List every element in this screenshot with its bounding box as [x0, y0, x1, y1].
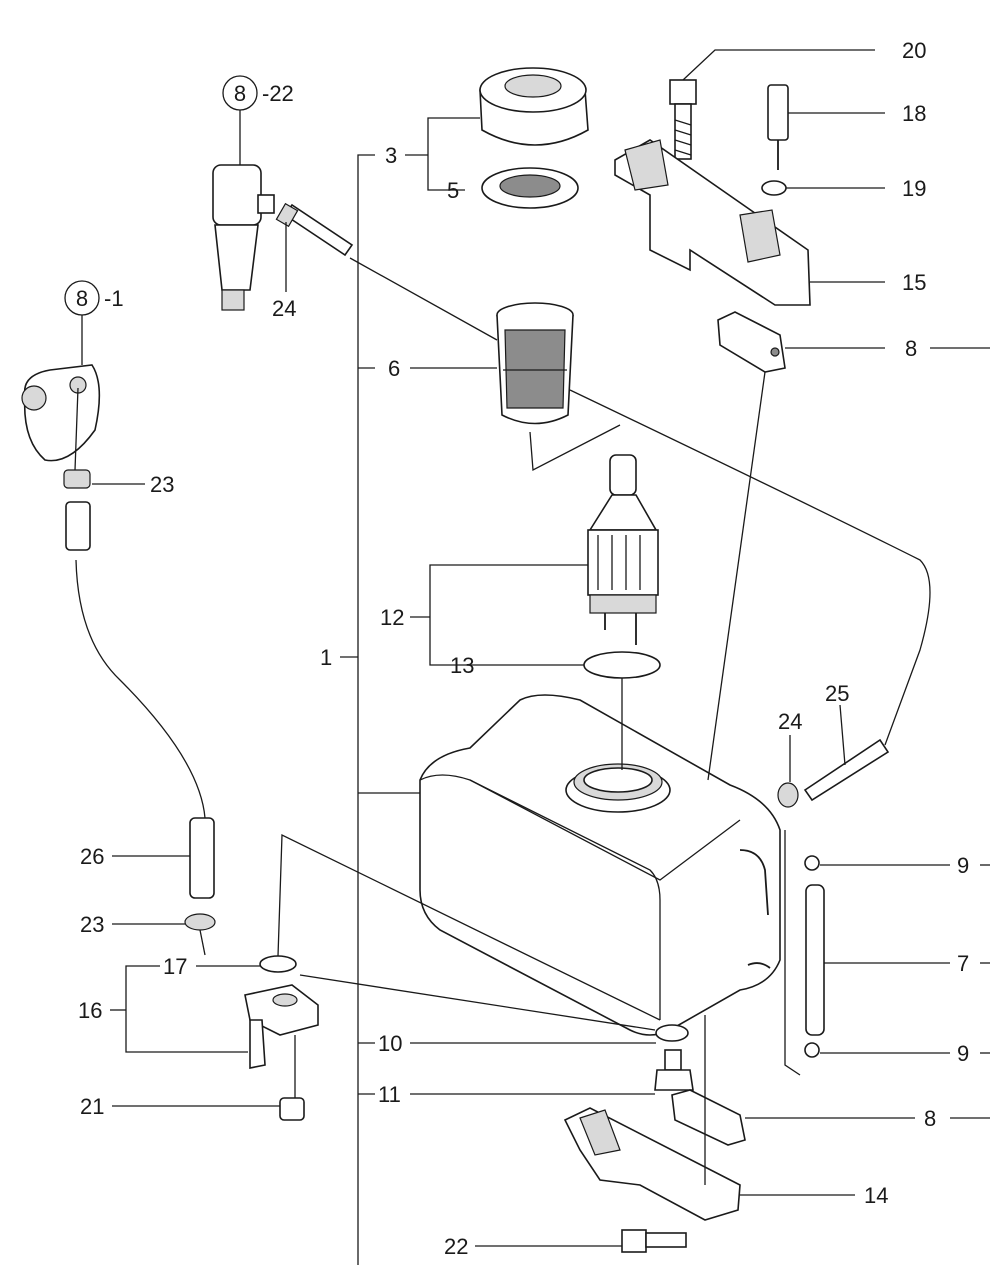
nut-21	[279, 1097, 305, 1121]
label-16: 16	[78, 998, 102, 1023]
label-13: 13	[450, 653, 474, 678]
label-20: 20	[902, 38, 926, 63]
label-24-right: 24	[778, 709, 802, 734]
fuel-cock-body-16	[244, 984, 319, 1100]
label-12: 12	[380, 605, 404, 630]
label-8-upper: 8	[905, 336, 917, 361]
filter-plate	[583, 651, 661, 679]
label-5: 5	[447, 178, 459, 203]
upper-bracket	[614, 139, 811, 306]
label-24-top: 24	[272, 296, 296, 321]
label-23-upper: 23	[150, 472, 174, 497]
label-7: 7	[957, 951, 969, 976]
fuel-pipe-7	[805, 884, 825, 1036]
reference-callout-8-1: 8 -1	[64, 280, 124, 365]
label-8-lower: 8	[924, 1106, 936, 1131]
label-22-bottom: 22	[444, 1234, 468, 1259]
label-10: 10	[378, 1031, 402, 1056]
label-17: 17	[163, 954, 187, 979]
reference-callout-8-22: 8 -22	[222, 75, 294, 165]
hose-clamp-23-lower	[184, 913, 216, 931]
bolt-22-lower	[621, 1229, 687, 1253]
o-ring-17	[259, 955, 297, 973]
clip-9-lower	[804, 1042, 820, 1058]
fuel-fitting-part	[212, 164, 275, 311]
bolt-20	[669, 79, 697, 160]
label-9-lower: 9	[957, 1041, 969, 1066]
cap-packing	[481, 167, 579, 209]
label-6: 6	[388, 356, 400, 381]
label-9-upper: 9	[957, 853, 969, 878]
part-labels: 20 18 19 15 8 3 5 6 12 13 1 24 24 25 23 …	[78, 38, 969, 1259]
fuel-filter	[587, 454, 659, 645]
return-hose	[803, 738, 890, 802]
drain-plug-11	[654, 1049, 694, 1091]
label-21: 21	[80, 1094, 104, 1119]
ref-circle-number: 8	[234, 81, 246, 106]
fuel-cock-part	[21, 364, 101, 489]
label-3: 3	[385, 143, 397, 168]
label-26: 26	[80, 844, 104, 869]
hose-with-clamp-top	[275, 202, 354, 257]
label-14: 14	[864, 1183, 888, 1208]
fuel-tank	[419, 694, 781, 1036]
cushion-upper	[717, 311, 786, 373]
spacer-18	[767, 84, 789, 141]
label-23-lower: 23	[80, 912, 104, 937]
washer-19	[761, 180, 787, 196]
label-25: 25	[825, 681, 849, 706]
ref-suffix: -22	[262, 81, 294, 106]
fuel-strainer	[496, 302, 574, 425]
leader-lines	[74, 49, 990, 1265]
label-1: 1	[320, 645, 332, 670]
label-15: 15	[902, 270, 926, 295]
label-18: 18	[902, 101, 926, 126]
ref-circle-number: 8	[76, 286, 88, 311]
short-hose	[65, 501, 91, 551]
drain-washer-10	[655, 1024, 689, 1042]
tank-cap	[479, 67, 589, 146]
clip-9-upper	[804, 855, 820, 871]
ref-suffix: -1	[104, 286, 124, 311]
lower-bracket	[563, 1107, 741, 1221]
hose-clamp-right	[777, 782, 799, 808]
cushion-lower	[671, 1089, 746, 1146]
label-19: 19	[902, 176, 926, 201]
hose-26	[189, 817, 215, 899]
label-11: 11	[378, 1082, 401, 1107]
